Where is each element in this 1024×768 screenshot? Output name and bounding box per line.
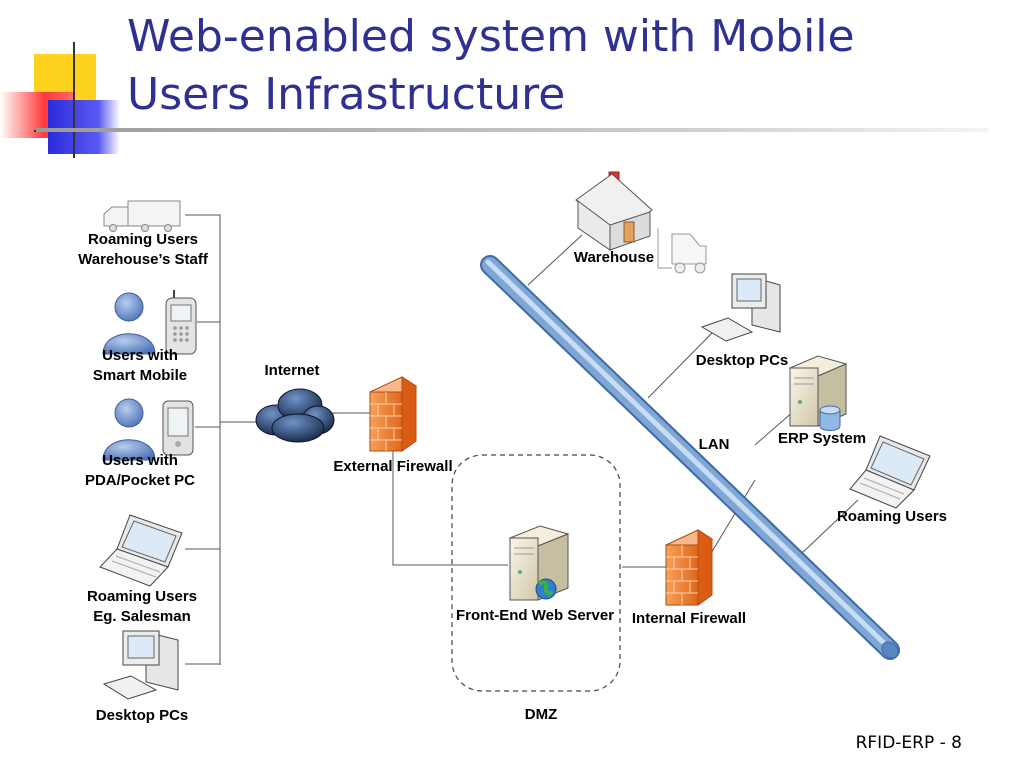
internal-firewall-icon <box>664 529 714 606</box>
laptop-icon <box>99 514 183 587</box>
title-divider <box>36 128 988 132</box>
label-dmz: DMZ <box>524 706 558 723</box>
deco-vertical-line <box>73 42 75 158</box>
label-smart-mobile-line-2: Smart Mobile <box>92 367 188 384</box>
link-internal-fw-lan <box>709 479 756 556</box>
label-external-firewall: External Firewall <box>333 458 453 475</box>
deco-blue-square <box>48 100 120 154</box>
database-icon <box>819 405 841 431</box>
label-internal-firewall: Internal Firewall <box>631 610 747 627</box>
person-icon <box>102 398 156 461</box>
label-desktop-pcs-left: Desktop PCs <box>95 707 189 724</box>
link-erp <box>754 409 796 446</box>
label-pda-line-1: Users with <box>102 452 178 469</box>
title-line-2: Users Infrastructure <box>127 69 566 120</box>
link-warehouse <box>527 234 583 286</box>
left-backbone-line <box>185 214 221 665</box>
lan-bus <box>480 255 900 660</box>
desktop-pc-icon <box>700 273 781 342</box>
desktop-pc-icon <box>102 630 179 700</box>
label-internet: Internet <box>264 362 320 379</box>
person-icon <box>102 292 156 355</box>
globe-icon <box>535 578 557 600</box>
connection-lines <box>185 214 859 665</box>
label-roaming-warehouse-line-2: Warehouse’s Staff <box>78 251 208 268</box>
label-erp-system: ERP System <box>777 430 867 447</box>
label-roaming-salesman-line-1: Roaming Users <box>86 588 198 605</box>
smart-phone-icon <box>165 290 197 355</box>
label-warehouse: Warehouse <box>573 249 655 266</box>
label-roaming-users-right: Roaming Users <box>836 508 948 525</box>
truck-icon <box>103 200 181 232</box>
title-line-1: Web-enabled system with Mobile <box>127 11 855 62</box>
pda-icon <box>162 400 194 456</box>
dmz-boundary <box>451 454 621 692</box>
laptop-icon <box>849 435 931 509</box>
label-smart-mobile-line-1: Users with <box>102 347 178 364</box>
slide-footer: RFID-ERP - 8 <box>855 733 962 753</box>
internet-cloud-icon <box>255 388 335 443</box>
link-firewall-webserver <box>392 445 508 566</box>
label-pda-line-2: PDA/Pocket PC <box>84 472 196 489</box>
warehouse-icon <box>575 171 653 251</box>
label-lan: LAN <box>698 436 730 453</box>
forklift-icon <box>657 228 707 274</box>
label-roaming-salesman-line-2: Eg. Salesman <box>93 608 191 625</box>
label-front-end-web-server: Front-End Web Server <box>455 607 615 624</box>
link-desktop-right <box>647 329 716 399</box>
label-roaming-warehouse-line-1: Roaming Users <box>87 231 199 248</box>
label-desktop-pcs-right: Desktop PCs <box>695 352 789 369</box>
external-firewall-icon <box>368 376 418 452</box>
link-roaming-right <box>799 499 859 556</box>
